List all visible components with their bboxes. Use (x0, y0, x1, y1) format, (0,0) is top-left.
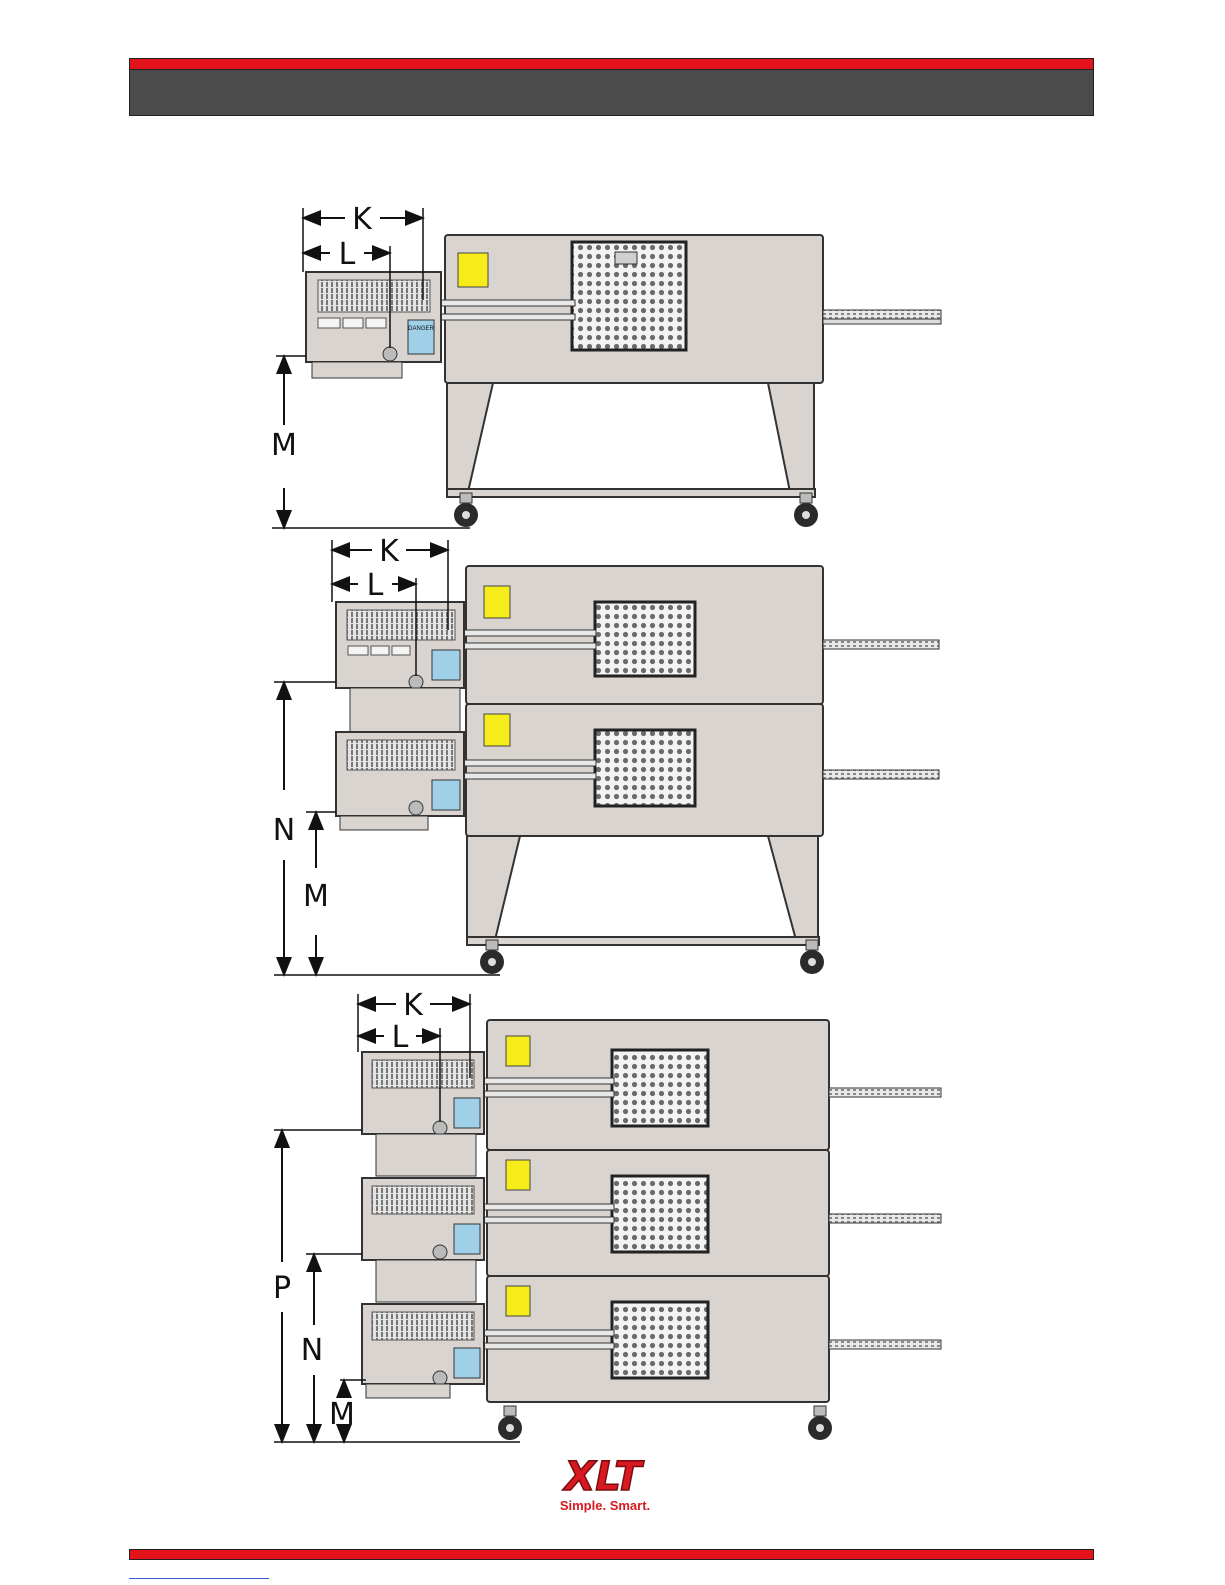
dimension-label-k: K (379, 534, 400, 569)
conveyor-belt-exit (829, 1088, 941, 1097)
fan-grill (595, 602, 695, 676)
dimension-label-p: P (273, 1271, 291, 1306)
danger-label (432, 650, 460, 680)
dimension-label-k: K (403, 988, 424, 1023)
power-switch (433, 1245, 447, 1259)
conveyor-belt-exit (823, 770, 939, 779)
caster-wheel (454, 493, 478, 527)
diagram-triple-stack: K L P N M (273, 988, 941, 1442)
fan-grill (595, 730, 695, 806)
dimension-label-k: K (352, 202, 373, 237)
danger-label (454, 1098, 480, 1128)
dimension-label-l: L (392, 1020, 409, 1055)
conveyor-rail (448, 630, 596, 636)
dimension-label-m: M (329, 1397, 355, 1432)
conveyor-belt-exit (823, 310, 941, 319)
footer-link-underline (129, 1578, 269, 1580)
power-switch (409, 675, 423, 689)
conveyor-rail (448, 760, 596, 766)
warning-label (506, 1286, 530, 1316)
fan-grill (612, 1302, 708, 1378)
dimension-label-l: L (367, 568, 384, 603)
conveyor-rail (470, 1078, 614, 1084)
warning-label (458, 253, 488, 287)
dimension-label-n: N (301, 1333, 323, 1368)
warning-label (484, 586, 510, 618)
warning-label (506, 1036, 530, 1066)
xlt-logo: XLT Simple. Smart. (560, 1454, 650, 1513)
power-switch (383, 347, 397, 361)
power-switch (433, 1121, 447, 1135)
warning-label (484, 714, 510, 746)
danger-label-text: DANGER (408, 326, 434, 332)
fan-grill (612, 1176, 708, 1252)
power-switch (433, 1371, 447, 1385)
conveyor-belt-exit (829, 1340, 941, 1349)
dimension-label-m: M (303, 879, 329, 914)
conveyor-rail (423, 300, 575, 306)
caster-wheel (794, 493, 818, 527)
conveyor-rail (470, 1204, 614, 1210)
warning-label (506, 1160, 530, 1190)
oven-legs (467, 836, 818, 940)
conveyor-belt-exit (823, 640, 939, 649)
caster-wheel (808, 1406, 832, 1440)
fan-grill (612, 1050, 708, 1126)
oven-legs (447, 383, 814, 492)
danger-label (454, 1348, 480, 1378)
dimension-label-l: L (339, 237, 356, 272)
conveyor-rail (470, 1330, 614, 1336)
dimension-label-m: M (271, 428, 297, 463)
diagram-single-stack: DANGER K L M (271, 202, 941, 528)
power-switch (409, 801, 423, 815)
leg-crossbar (447, 489, 815, 497)
footer-red-bar (129, 1549, 1094, 1560)
logo-tagline: Simple. Smart. (560, 1498, 650, 1513)
danger-label (432, 780, 460, 810)
dimension-label-n: N (273, 813, 295, 848)
diagram-double-stack: K L N M (273, 534, 939, 975)
caster-wheel (498, 1406, 522, 1440)
logo-brand: XLT (562, 1454, 645, 1500)
danger-label (454, 1224, 480, 1254)
leg-crossbar (467, 937, 819, 945)
conveyor-belt-exit (829, 1214, 941, 1223)
